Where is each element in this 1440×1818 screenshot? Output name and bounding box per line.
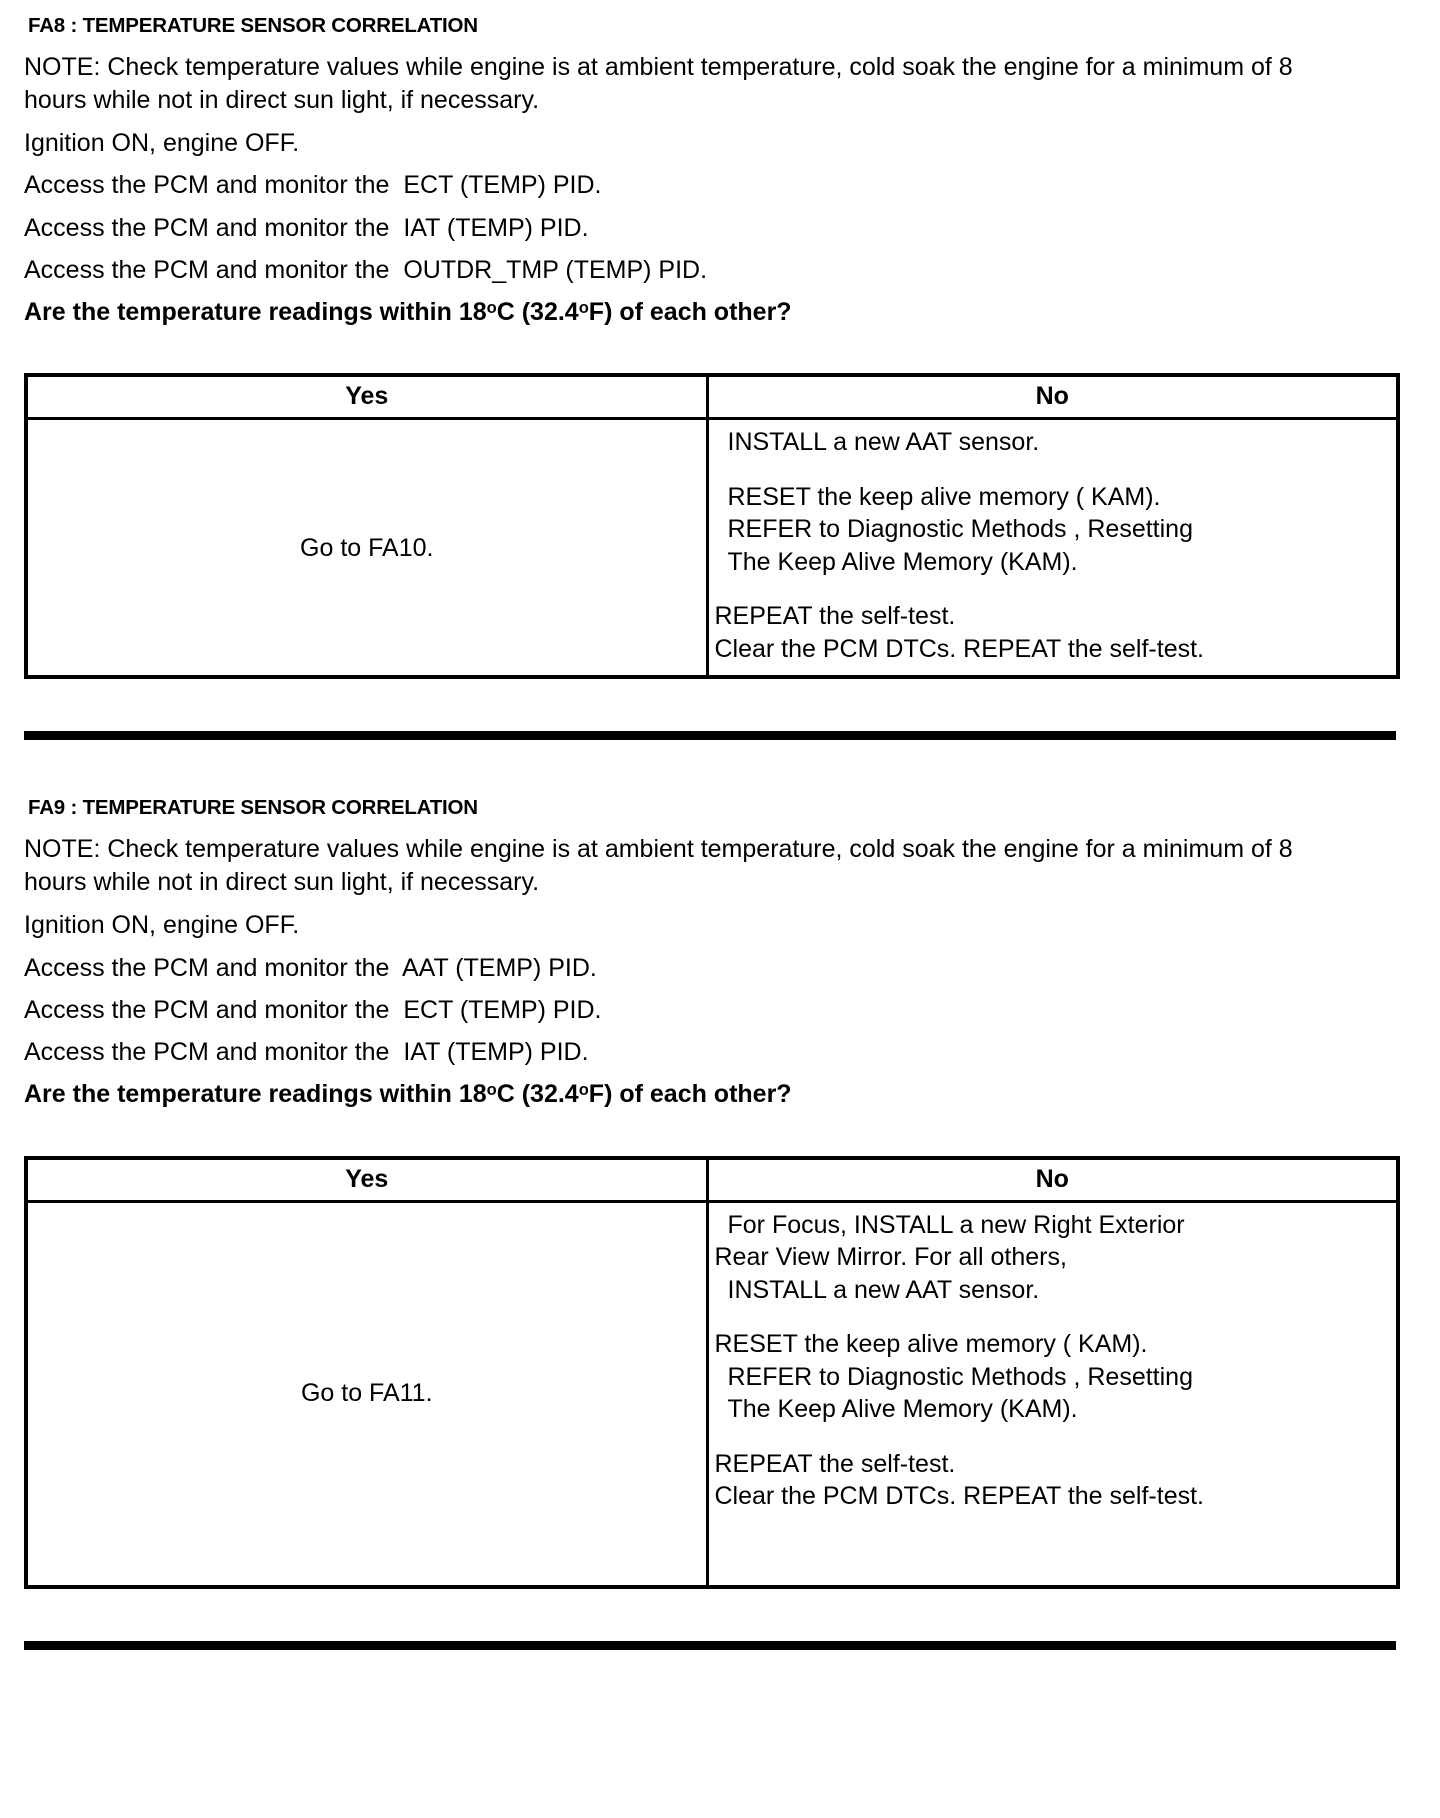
no-action-line: The Keep Alive Memory (KAM). <box>727 1395 1078 1424</box>
table-header-row: Yes No <box>24 1156 1400 1203</box>
no-action-line: Rear View Mirror. For all others, <box>714 1243 1067 1272</box>
question-suffix-fa8: F) of each other? <box>588 298 792 327</box>
no-action-line: RESET the keep alive memory ( KAM). <box>727 482 1161 511</box>
question-mid-fa8: C (32.4 <box>496 298 579 327</box>
step-line-fa8-4: Access the PCM and monitor the OUTDR_TMP… <box>24 255 708 284</box>
step-line-fa9-3: Access the PCM and monitor the ECT (TEMP… <box>24 995 602 1024</box>
section-divider-rule <box>24 1640 1396 1650</box>
section-fa8: FA8 : TEMPERATURE SENSOR CORRELATION NOT… <box>24 14 1416 796</box>
table-row: Go to FA11. For Focus, INSTALL a new Rig… <box>24 1199 1400 1589</box>
no-action-block: REPEAT the self-test. Clear the PCM DTCs… <box>715 600 1393 665</box>
yes-action-text: Go to FA11. <box>300 1379 433 1408</box>
no-action-line: REFER to Diagnostic Methods , Resetting <box>727 515 1193 544</box>
no-action-line: REPEAT the self-test. <box>714 602 956 631</box>
no-action-line: The Keep Alive Memory (KAM). <box>727 547 1078 576</box>
section-heading-fa9: FA9 : TEMPERATURE SENSOR CORRELATION <box>28 796 478 820</box>
yes-cell-fa9: Go to FA11. <box>24 1199 709 1589</box>
note-paragraph-fa8: NOTE: Check temperature values while eng… <box>24 52 1293 114</box>
decision-table-fa8: Yes No Go to FA10. INSTALL a new AAT sen… <box>24 373 1400 680</box>
no-action-line: RESET the keep alive memory ( KAM). <box>714 1330 1148 1359</box>
note-paragraph-fa9: NOTE: Check temperature values while eng… <box>24 834 1293 897</box>
no-cell-fa8: INSTALL a new AAT sensor. RESET the keep… <box>705 417 1400 679</box>
no-action-block: RESET the keep alive memory ( KAM). REFE… <box>715 481 1393 579</box>
section-heading-fa8: FA8 : TEMPERATURE SENSOR CORRELATION <box>28 14 478 37</box>
decision-table-fa9: Yes No Go to FA11. For Focus, INSTALL a … <box>24 1155 1400 1589</box>
no-action-line: INSTALL a new AAT sensor. <box>727 1275 1040 1304</box>
no-action-block: For Focus, INSTALL a new Right Exterior … <box>715 1209 1393 1307</box>
document-page: FA8 : TEMPERATURE SENSOR CORRELATION NOT… <box>24 14 1416 1650</box>
no-action-line: Clear the PCM DTCs. REPEAT the self-test… <box>714 1482 1205 1511</box>
table-header-row: Yes No <box>24 373 1400 421</box>
question-suffix-fa9: F) of each other? <box>588 1080 792 1109</box>
question-mid-fa9: C (32.4 <box>496 1080 579 1109</box>
no-action-line: For Focus, INSTALL a new Right Exterior <box>727 1210 1185 1239</box>
table-row: Go to FA10. INSTALL a new AAT sensor. RE… <box>24 417 1400 679</box>
step-line-fa8-1: Ignition ON, engine OFF. <box>24 129 300 158</box>
question-line-fa8: Are the temperature readings within 18oC… <box>24 296 1416 329</box>
degree-symbol-icon: o <box>578 1081 589 1100</box>
question-line-fa9: Are the temperature readings within 18oC… <box>24 1078 1416 1111</box>
column-header-yes: Yes <box>24 373 709 421</box>
degree-symbol-icon: o <box>578 299 589 318</box>
section-divider-rule <box>24 731 1396 741</box>
no-action-line: INSTALL a new AAT sensor. <box>727 428 1040 457</box>
column-header-yes: Yes <box>24 1156 709 1203</box>
no-action-line: Clear the PCM DTCs. REPEAT the self-test… <box>714 634 1205 663</box>
no-action-block: INSTALL a new AAT sensor. <box>715 426 1393 459</box>
question-prefix-fa9: Are the temperature readings within 18 <box>24 1080 487 1109</box>
step-line-fa8-2: Access the PCM and monitor the ECT (TEMP… <box>24 171 602 200</box>
no-action-block: REPEAT the self-test. Clear the PCM DTCs… <box>715 1448 1393 1513</box>
yes-action-text: Go to FA10. <box>300 533 434 562</box>
yes-cell-fa8: Go to FA10. <box>24 417 709 679</box>
degree-symbol-icon: o <box>486 1081 497 1100</box>
step-line-fa9-2: Access the PCM and monitor the AAT (TEMP… <box>24 953 597 982</box>
question-prefix-fa8: Are the temperature readings within 18 <box>24 298 487 327</box>
column-header-no: No <box>705 1156 1400 1203</box>
section-fa9: FA9 : TEMPERATURE SENSOR CORRELATION NOT… <box>24 796 1416 1650</box>
spacer <box>24 740 1416 796</box>
no-action-line: REFER to Diagnostic Methods , Resetting <box>727 1362 1193 1391</box>
step-line-fa9-1: Ignition ON, engine OFF. <box>24 911 300 940</box>
no-cell-fa9: For Focus, INSTALL a new Right Exterior … <box>705 1199 1400 1589</box>
degree-symbol-icon: o <box>486 299 497 318</box>
no-action-line: REPEAT the self-test. <box>714 1449 956 1478</box>
step-line-fa8-3: Access the PCM and monitor the IAT (TEMP… <box>24 213 589 242</box>
step-line-fa9-4: Access the PCM and monitor the IAT (TEMP… <box>24 1038 589 1067</box>
column-header-no: No <box>705 373 1400 421</box>
no-action-block: RESET the keep alive memory ( KAM). REFE… <box>715 1328 1393 1426</box>
